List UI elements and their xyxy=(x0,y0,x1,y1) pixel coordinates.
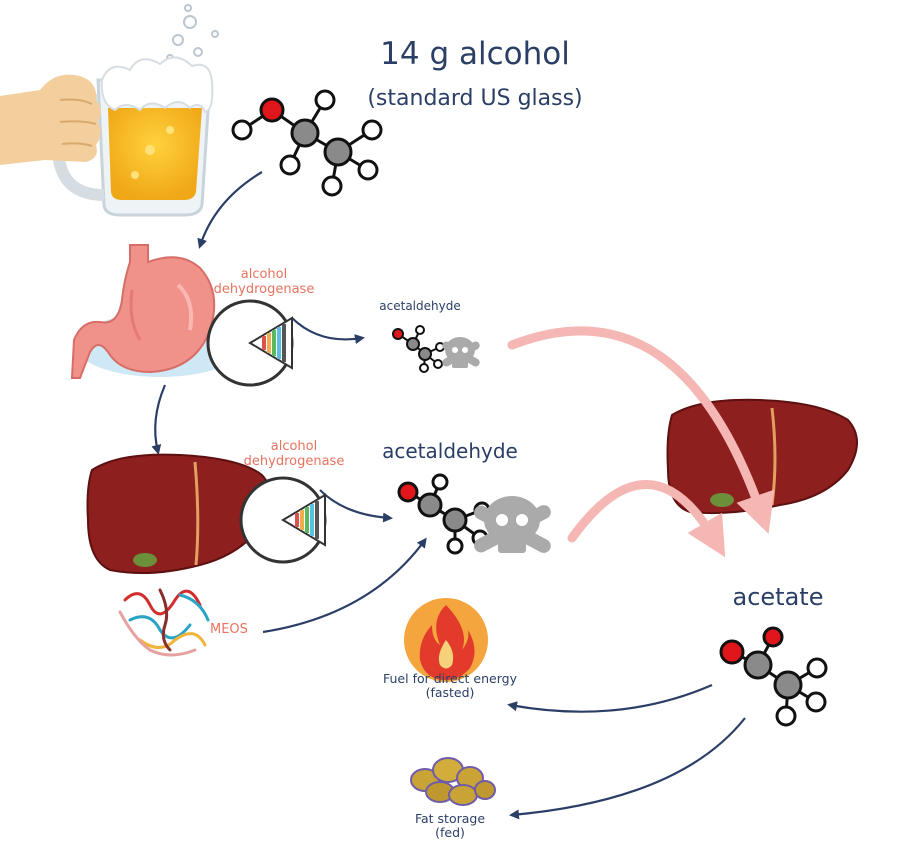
arrow-drink-to-stomach xyxy=(197,171,263,249)
acetaldehyde-small-label: acetaldehyde xyxy=(379,299,461,313)
flame-icon xyxy=(404,598,488,682)
stomach-enzyme-label: alcohol dehydrogenase xyxy=(202,267,326,298)
fat-label: Fat storage (fed) xyxy=(380,811,520,841)
acetaldehyde-large-molecule-icon xyxy=(397,473,491,555)
acetaldehyde-large-label: acetaldehyde xyxy=(382,439,518,463)
fuel-label: Fuel for direct energy (fasted) xyxy=(355,671,545,701)
acetate-label: acetate xyxy=(732,583,824,611)
ethanol-molecule-icon xyxy=(231,89,383,197)
arrow-acetate-to-fat xyxy=(509,717,746,820)
liver-enzyme-line2: dehydrogenase xyxy=(243,453,345,469)
fat-droplets-icon xyxy=(410,757,496,806)
liver-enzyme-label: alcohol dehydrogenase xyxy=(232,439,356,470)
arrow-stomach-adh-to-acetaldehyde xyxy=(291,317,365,345)
arrow-acetate-to-fuel xyxy=(507,683,713,713)
enzyme-pie-stomach-icon xyxy=(206,299,294,387)
fat-line2: (fed) xyxy=(435,825,465,841)
fuel-line2: (fasted) xyxy=(425,685,475,701)
arrow-small-acetaldehyde-to-acetate xyxy=(507,326,775,534)
title-subtitle: (standard US glass) xyxy=(367,86,583,111)
skull-small-icon xyxy=(442,337,480,368)
liver-right-icon xyxy=(666,398,858,515)
acetaldehyde-small-molecule-icon xyxy=(392,325,445,373)
fuel-line1: Fuel for direct energy xyxy=(383,671,517,686)
arrow-stomach-to-liver xyxy=(151,384,167,455)
meos-label: MEOS xyxy=(210,622,248,637)
stomach-enzyme-line2: dehydrogenase xyxy=(213,281,315,297)
meos-protein-icon xyxy=(118,588,210,657)
arrow-large-acetaldehyde-to-acetate xyxy=(567,480,726,558)
liver-left-icon xyxy=(86,453,272,575)
acetate-molecule-icon xyxy=(719,626,828,727)
skull-large-icon xyxy=(474,496,551,553)
stomach-icon xyxy=(70,244,245,379)
enzyme-pie-liver-icon xyxy=(239,476,327,564)
stomach-enzyme-line1: alcohol xyxy=(240,267,288,282)
title-main: 14 g alcohol xyxy=(380,36,570,72)
liver-enzyme-line1: alcohol xyxy=(270,439,318,454)
arrow-liver-adh-to-acetaldehyde xyxy=(319,489,393,523)
arrow-meos-to-acetaldehyde xyxy=(262,537,427,634)
beer-mug-icon xyxy=(0,4,219,217)
fat-line1: Fat storage xyxy=(414,811,486,826)
